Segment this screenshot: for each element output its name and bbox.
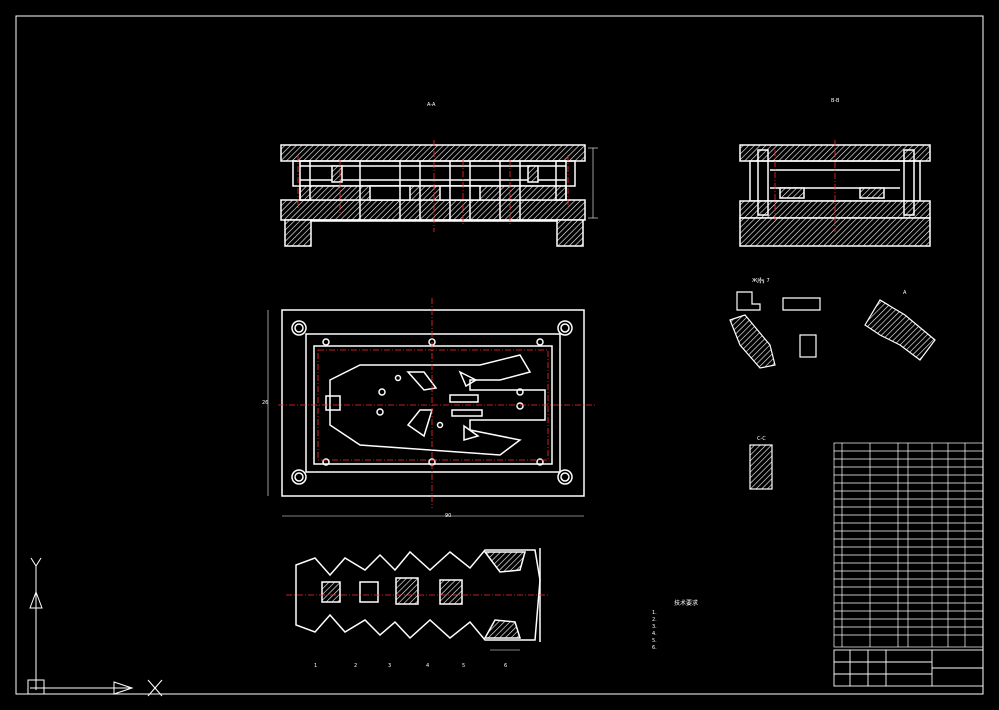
- ucs-icon: [27, 557, 163, 697]
- front-view-centerlines: [297, 140, 569, 232]
- section-view-cc: [749, 444, 773, 490]
- side-view-label: B-B: [831, 98, 840, 104]
- note-line: 4.: [652, 631, 657, 637]
- note-line: 1.: [652, 610, 657, 616]
- strip-label-3: 3: [388, 663, 392, 669]
- bom-table: [833, 442, 984, 648]
- plan-centerlines: [278, 298, 596, 508]
- plan-width-dim: 90: [445, 513, 452, 519]
- strip-label-4: 4: [426, 663, 430, 669]
- front-view-label: A-A: [427, 102, 436, 108]
- note-line: 3.: [652, 624, 657, 630]
- note-line: 6.: [652, 645, 657, 651]
- sheet-border: [15, 15, 984, 695]
- plan-view: [267, 309, 585, 517]
- detail-view-1: [729, 291, 821, 369]
- note-line: 2.: [652, 617, 657, 623]
- strip-layout: [295, 548, 541, 651]
- section-cc-label: C-C: [757, 436, 766, 442]
- strip-label-2: 2: [354, 663, 358, 669]
- strip-label-1: 1: [314, 663, 318, 669]
- front-section-view: [280, 144, 598, 247]
- strip-label-5: 5: [462, 663, 466, 669]
- strip-label-6: 6: [504, 663, 508, 669]
- note-line: 5.: [652, 638, 657, 644]
- plan-height-dim: 26: [262, 400, 269, 406]
- title-block: [833, 649, 984, 687]
- side-view-centerlines: [774, 140, 836, 232]
- detail-view-2: [864, 299, 936, 361]
- detail2-label: A: [903, 290, 907, 296]
- detail1-label: ЖЈ╬╗ 7: [752, 278, 770, 284]
- notes-title: 技术要求: [674, 600, 699, 607]
